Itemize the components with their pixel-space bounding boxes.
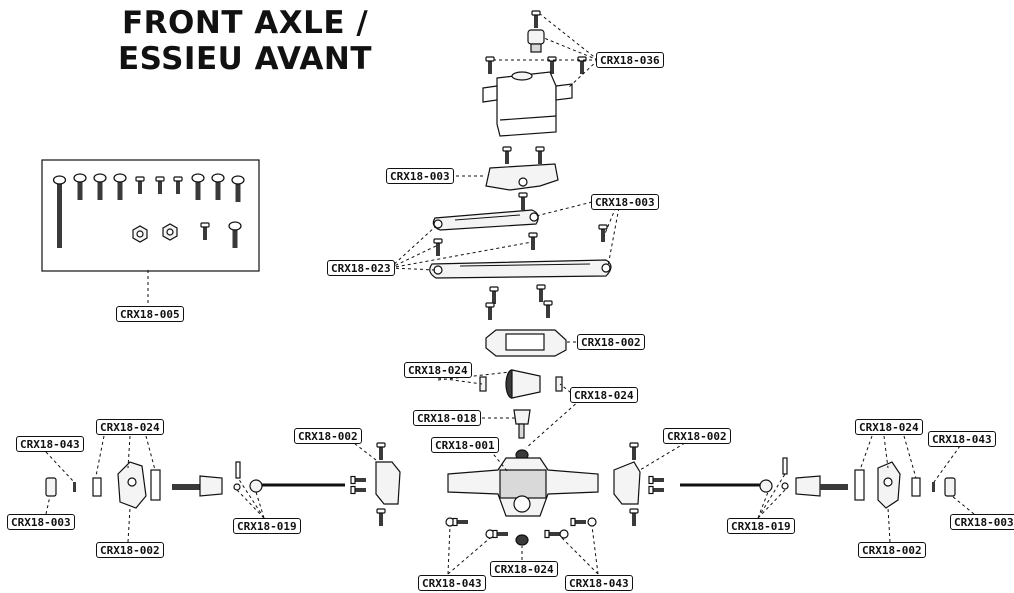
callout-r-c-hub: CRX18-002 (663, 428, 731, 444)
title-line-2: ESSIEU AVANT (118, 41, 372, 77)
axle-housing (447, 449, 599, 546)
callout-r-knuckle: CRX18-002 (858, 542, 926, 558)
callout-l-hub: CRX18-003 (7, 514, 75, 530)
servo-mount (485, 146, 559, 211)
callout-bottom-ball-left: CRX18-043 (418, 575, 486, 591)
callout-bearing-top: CRX18-024 (404, 362, 472, 378)
callout-axle-housing: CRX18-001 (431, 437, 499, 453)
callout-servo-top: CRX18-036 (596, 52, 664, 68)
callout-link-left: CRX18-023 (327, 260, 395, 276)
right-assembly (613, 442, 956, 527)
callout-link-right: CRX18-003 (591, 194, 659, 210)
callout-l-c-hub: CRX18-002 (294, 428, 362, 444)
callout-l-hub-nut: CRX18-043 (16, 436, 84, 452)
callout-gear-cover: CRX18-002 (577, 334, 645, 350)
leader-lines (45, 13, 975, 575)
servo (482, 10, 587, 137)
callout-servo-mount: CRX18-003 (386, 168, 454, 184)
callout-hardware: CRX18-005 (116, 306, 184, 322)
callout-r-knuckle-bearing: CRX18-024 (855, 419, 923, 435)
hardware-box (41, 159, 260, 272)
bottom-parts (445, 517, 597, 539)
callout-r-hub: CRX18-003 (950, 514, 1014, 530)
callout-l-knuckle-bearing: CRX18-024 (96, 419, 164, 435)
callout-r-driveshaft: CRX18-019 (727, 518, 795, 534)
title-line-1: FRONT AXLE / (122, 5, 369, 41)
callout-pinion: CRX18-018 (413, 410, 481, 426)
left-assembly (45, 442, 401, 527)
gear-set (479, 369, 563, 439)
gear-cover (485, 284, 567, 357)
callout-bottom-bearing: CRX18-024 (490, 561, 558, 577)
callout-r-hub-nut: CRX18-043 (928, 431, 996, 447)
callout-l-knuckle: CRX18-002 (96, 542, 164, 558)
callout-l-driveshaft: CRX18-019 (233, 518, 301, 534)
steering-links (429, 209, 612, 279)
callout-bearing-right: CRX18-024 (570, 387, 638, 403)
callout-bottom-ball-right: CRX18-043 (565, 575, 633, 591)
